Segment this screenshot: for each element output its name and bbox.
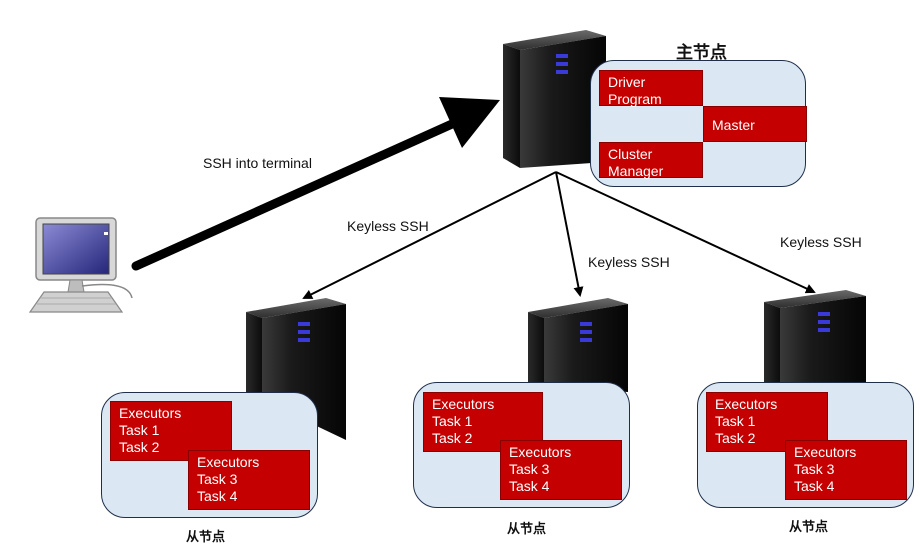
server-icon: [764, 290, 866, 386]
worker-node-panel: Executors Task 1 Task 2 Executors Task 3…: [413, 382, 630, 508]
keyless-ssh-label-middle: Keyless SSH: [588, 254, 670, 270]
computer-icon: [28, 217, 133, 313]
server-icon: [528, 298, 628, 392]
cluster-manager-box: Cluster Manager: [599, 142, 703, 179]
ssh-terminal-label: SSH into terminal: [203, 155, 312, 171]
worker-node-title: 从节点: [186, 530, 226, 545]
worker-node-panel: Executors Task 1 Task 2 Executors Task 3…: [101, 392, 318, 518]
keyless-arrow-left: [302, 171, 557, 299]
master-node-panel: Driver Program Master Cluster Manager: [590, 60, 807, 187]
executors-box-bottom: Executors Task 3 Task 4: [188, 450, 310, 510]
master-node-title: 主节点: [676, 43, 727, 63]
keyless-ssh-label-right: Keyless SSH: [780, 234, 862, 250]
master-box: Master: [703, 106, 807, 142]
worker-node-panel: Executors Task 1 Task 2 Executors Task 3…: [697, 382, 914, 508]
worker-node-title: 从节点: [789, 520, 829, 535]
executors-box-bottom: Executors Task 3 Task 4: [785, 440, 907, 500]
keyless-arrows: [302, 171, 816, 299]
keyless-ssh-label-left: Keyless SSH: [347, 218, 429, 234]
driver-program-box: Driver Program: [599, 70, 703, 107]
executors-box-bottom: Executors Task 3 Task 4: [500, 440, 622, 500]
keyless-arrow-right: [555, 171, 816, 294]
keyless-arrow-middle: [555, 171, 584, 297]
server-icon: [503, 30, 606, 168]
worker-node-title: 从节点: [507, 522, 547, 537]
ssh-arrow: [131, 97, 500, 271]
